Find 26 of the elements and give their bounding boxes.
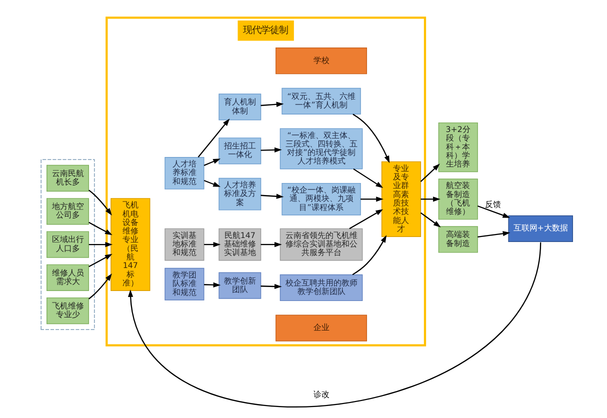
arrow bbox=[260, 101, 284, 106]
arrow bbox=[360, 196, 383, 202]
arrow bbox=[477, 230, 510, 238]
arrow bbox=[203, 158, 220, 166]
arrow bbox=[420, 163, 440, 182]
arrow bbox=[127, 242, 541, 407]
arrow bbox=[88, 253, 112, 267]
arrow bbox=[476, 204, 510, 218]
arrow bbox=[88, 221, 112, 235]
arrow bbox=[420, 212, 440, 227]
arrow bbox=[260, 241, 282, 247]
arrow bbox=[352, 234, 386, 275]
arrow bbox=[352, 113, 390, 163]
arrow bbox=[88, 241, 112, 247]
cluster bbox=[40, 158, 94, 330]
arrow bbox=[203, 179, 220, 186]
arrow bbox=[260, 193, 284, 198]
arrow bbox=[420, 196, 440, 202]
arrow bbox=[197, 118, 230, 158]
arrow bbox=[260, 146, 282, 152]
arrow bbox=[204, 282, 220, 287]
arrow bbox=[352, 168, 383, 188]
arrow bbox=[204, 241, 220, 247]
arrow bbox=[348, 208, 383, 229]
arrow bbox=[88, 189, 112, 215]
arrow bbox=[260, 283, 282, 289]
